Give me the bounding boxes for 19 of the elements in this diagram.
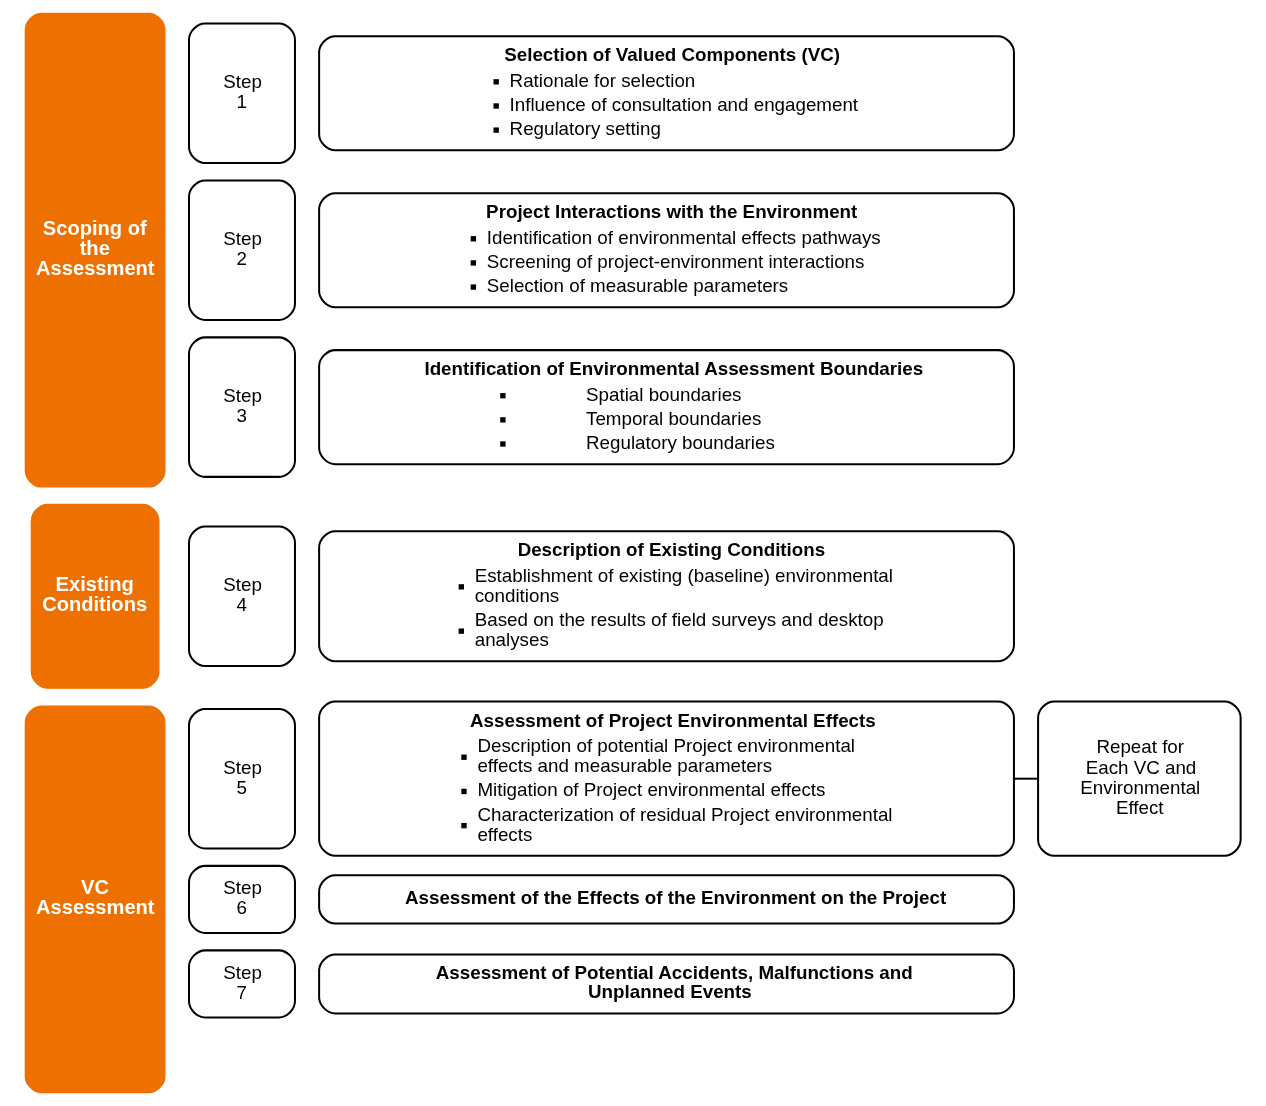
node-box: Step 3 bbox=[188, 336, 296, 478]
node-box: Step 7 bbox=[188, 949, 296, 1019]
node-box: Existing Conditions bbox=[30, 503, 160, 689]
node-box: Selection of Valued Components (VC) Rationale for selection Influence of consultation and engagement Regulatory setting bbox=[318, 35, 1015, 152]
node-box: Step 6 bbox=[188, 864, 296, 934]
node-box: Step 5 bbox=[188, 707, 296, 850]
node-box: Repeat for Each VC and Environmental Effect bbox=[1037, 700, 1242, 857]
node-box: Step 1 bbox=[188, 22, 296, 164]
node-box: Step 4 bbox=[188, 525, 296, 667]
node-box: Description of Existing Conditions Establishment of existing (baseline) environmental conditions Based on the results of field surveys and desktop analyses bbox=[318, 530, 1015, 663]
node-box: Identification of Environmental Assessment Boundaries Spatial boundaries Temporal boundaries Regulatory boundaries bbox=[318, 349, 1015, 466]
node-box: Project Interactions with the Environment Identification of environmental effects pathways Screening of project-environment interactions Selection of measurable parameters bbox=[318, 192, 1015, 309]
node-box: VC Assessment bbox=[24, 705, 166, 1094]
connector bbox=[1014, 777, 1038, 780]
node-box: Assessment of Project Environmental Effects Description of potential Project environmental effects and measurable parameters Mitigation of Project environmental effects Characterization of residual Project environmental effects bbox=[318, 700, 1015, 857]
node-box: Assessment of Potential Accidents, Malfunctions and Unplanned Events bbox=[318, 953, 1015, 1015]
node-box: Assessment of the Effects of the Environment on the Project bbox=[318, 874, 1015, 925]
node-box: Step 2 bbox=[188, 179, 296, 321]
node-box: Scoping of the Assessment bbox=[24, 12, 166, 488]
